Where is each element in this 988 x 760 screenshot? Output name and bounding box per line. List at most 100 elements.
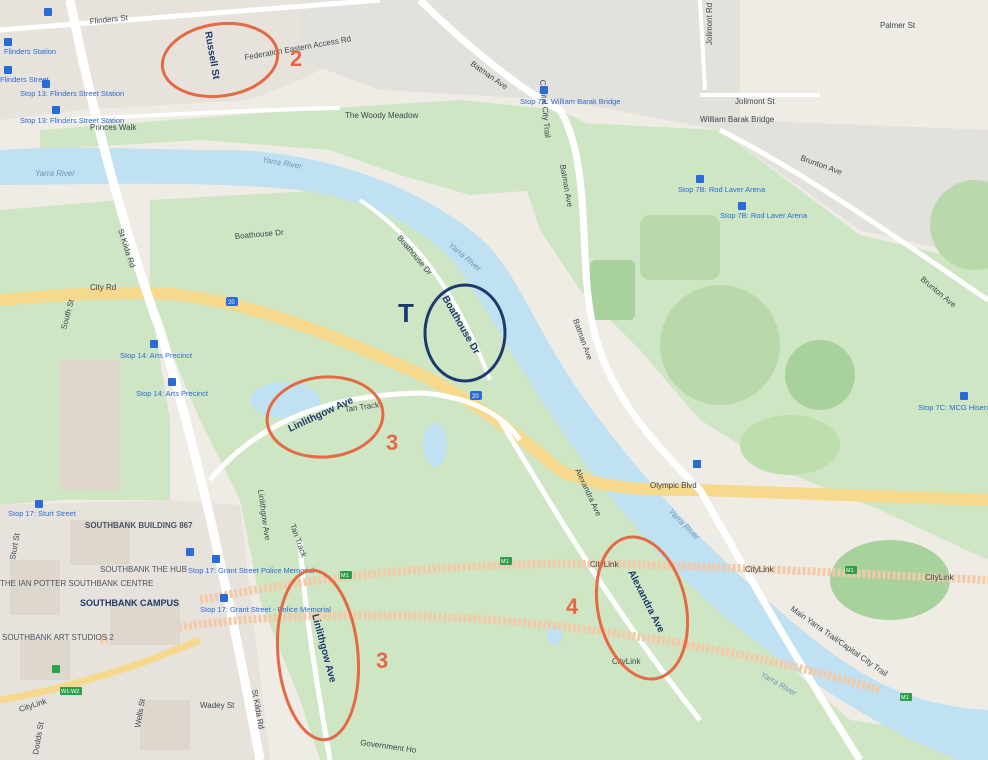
flinders-st-road xyxy=(0,0,381,33)
route-20-shield-box xyxy=(226,297,238,306)
tram-stop-17b[interactable]: Stop 17: Grant Street Police Memorial xyxy=(188,555,315,575)
alexandra-ave-road xyxy=(497,418,702,722)
annotation-3a-ellipse xyxy=(265,375,385,459)
tram-stop-14b[interactable]: Stop 14: Arts Precinct xyxy=(136,378,209,398)
boathouse-dr-road xyxy=(358,198,492,381)
tram-stop-7a[interactable]: Stop 7A: William Barak Bridge xyxy=(520,86,620,106)
citylink-surface xyxy=(0,636,202,704)
tram-stop-13b[interactable]: Stop 13: Flinders Street Station xyxy=(20,106,124,125)
jolimont-rd-label: Jolimont Rd xyxy=(705,3,714,45)
city-rd-label: City Rd xyxy=(90,283,116,292)
annotation-T-letter: T xyxy=(398,298,414,328)
annotation-2[interactable]: Russell St 2 xyxy=(158,16,303,103)
citylink-label-5: CityLink xyxy=(612,657,641,666)
hisense-arena xyxy=(785,340,855,410)
stop14a-label: Stop 14: Arts Precinct xyxy=(120,351,193,360)
stop13b-label: Stop 13: Flinders Street Station xyxy=(20,116,124,125)
annotation-T-ellipse xyxy=(423,283,507,383)
southbank-867-text: SOUTHBANK BUILDING 867 xyxy=(85,521,193,530)
stop17c-label: Stop 17: Grant Street - Police Memorial xyxy=(200,605,331,614)
m1-shield-text: M1 xyxy=(341,573,349,579)
annotation-3b-number: 3 xyxy=(376,648,388,673)
m1-shield-2: M1 xyxy=(500,557,512,565)
citylink-label-2: CityLink xyxy=(745,565,774,574)
olympic-blvd-label: Olympic Blvd xyxy=(650,481,697,490)
w1-w2-shield: W1-W2 xyxy=(60,687,82,695)
ian-potter-label: THE IAN POTTER SOUTHBANK CENTRE xyxy=(0,579,153,588)
building-block xyxy=(10,560,60,615)
tram-stop-17a[interactable]: Stop 17: Sturt Street xyxy=(8,500,77,518)
tram-stop-flinders-street[interactable]: Flinders Street xyxy=(0,66,50,84)
tram-stop-7b-2[interactable]: Stop 7B: Rod Laver Arena xyxy=(720,202,808,220)
citylink-tunnel-2 xyxy=(99,611,882,694)
bicycle-icon[interactable] xyxy=(186,548,194,556)
w1-w2-shield-text: W1-W2 xyxy=(61,689,79,695)
route-20-shield-text: 20 xyxy=(472,394,479,400)
bicycle-icon[interactable] xyxy=(44,8,52,16)
stop17a-label: Stop 17: Sturt Street xyxy=(8,509,77,518)
boathouse-dr-small-1: Boathouse Dr xyxy=(234,228,284,241)
building-block xyxy=(110,600,180,645)
tram-stop-flinders[interactable]: Flinders Station xyxy=(4,38,56,56)
stop7c-label: Stop 7C: MCG Hisense Arena xyxy=(918,403,988,412)
annotation-2-number: 2 xyxy=(290,46,302,71)
m1-shield-3: M1 xyxy=(845,566,857,574)
route-20-shield-1: 20 xyxy=(226,297,238,306)
southbank-campus-label: SOUTHBANK CAMPUS xyxy=(80,598,179,608)
route-20-shield-box xyxy=(470,391,482,400)
bicycle-icon[interactable] xyxy=(693,460,701,468)
tram-stop-icon xyxy=(220,594,228,602)
wadey-st-label: Wadey St xyxy=(200,701,235,710)
building-block xyxy=(70,520,130,565)
linlithgow-ave-road xyxy=(208,390,523,760)
rod-laver-arena xyxy=(660,285,780,405)
citylink-label-1: CityLink xyxy=(590,560,619,569)
stop7b1-label: Stop 7B: Rod Laver Arena xyxy=(678,185,766,194)
jolimont-rd-road xyxy=(698,0,707,91)
princes-walk-road xyxy=(59,106,341,122)
m1-shield-text: M1 xyxy=(901,695,909,701)
st-kilda-road xyxy=(65,0,265,760)
tram-stop-icon xyxy=(696,175,704,183)
tram-stop-icon xyxy=(150,340,158,348)
cbd-area xyxy=(0,0,380,120)
the-hub-label: SOUTHBANK THE HUB xyxy=(100,565,187,574)
oval-1 xyxy=(740,415,840,475)
city-rd-olympic-blvd xyxy=(0,286,988,506)
m1-shield-text: M1 xyxy=(501,559,509,565)
stop13a-label: Stop 13: Flinders Street Station xyxy=(20,89,124,98)
tram-stop-14a[interactable]: Stop 14: Arts Precinct xyxy=(120,340,193,360)
stadium-2 xyxy=(590,260,635,320)
tram-stop-icon xyxy=(4,38,12,46)
building-block xyxy=(140,700,190,750)
park-north xyxy=(40,100,600,195)
m1-shield-text: M1 xyxy=(846,568,854,574)
m1-shield-4: M1 xyxy=(900,693,912,701)
citylink-label-3: CityLink xyxy=(925,573,954,582)
tram-stop-13a[interactable]: Stop 13: Flinders Street Station xyxy=(20,80,124,98)
yarra-river-label-1: Yarra River xyxy=(35,169,75,178)
flinders-st-label: Flinders St xyxy=(89,13,129,26)
m1-shield-box xyxy=(340,571,352,579)
annotation-3b-ellipse xyxy=(275,568,361,742)
tram-stop-icon xyxy=(35,500,43,508)
route-20-shield-2: 20 xyxy=(470,391,482,400)
brunton-ave-road xyxy=(718,127,988,303)
tram-stop-17c[interactable]: Stop 17: Grant Street - Police Memorial xyxy=(200,594,331,614)
building-block xyxy=(20,640,70,680)
stadium-1 xyxy=(640,215,720,280)
rail-yards xyxy=(300,0,988,260)
hiking-icon[interactable] xyxy=(52,665,60,673)
william-barak-label: William Barak Bridge xyxy=(700,115,775,124)
tram-stop-7c[interactable]: Stop 7C: MCG Hisense Arena xyxy=(918,392,988,412)
stop7b2-label: Stop 7B: Rod Laver Arena xyxy=(720,211,808,220)
tram-stop-icon xyxy=(4,66,12,74)
stop14b-label: Stop 14: Arts Precinct xyxy=(136,389,209,398)
m1-shield-box xyxy=(900,693,912,701)
tram-stop-7b-1[interactable]: Stop 7B: Rod Laver Arena xyxy=(678,175,766,194)
route-20-shield-text: 20 xyxy=(228,300,235,306)
stop7a-label: Stop 7A: William Barak Bridge xyxy=(520,97,620,106)
w1-w2-shield-box xyxy=(60,687,82,695)
